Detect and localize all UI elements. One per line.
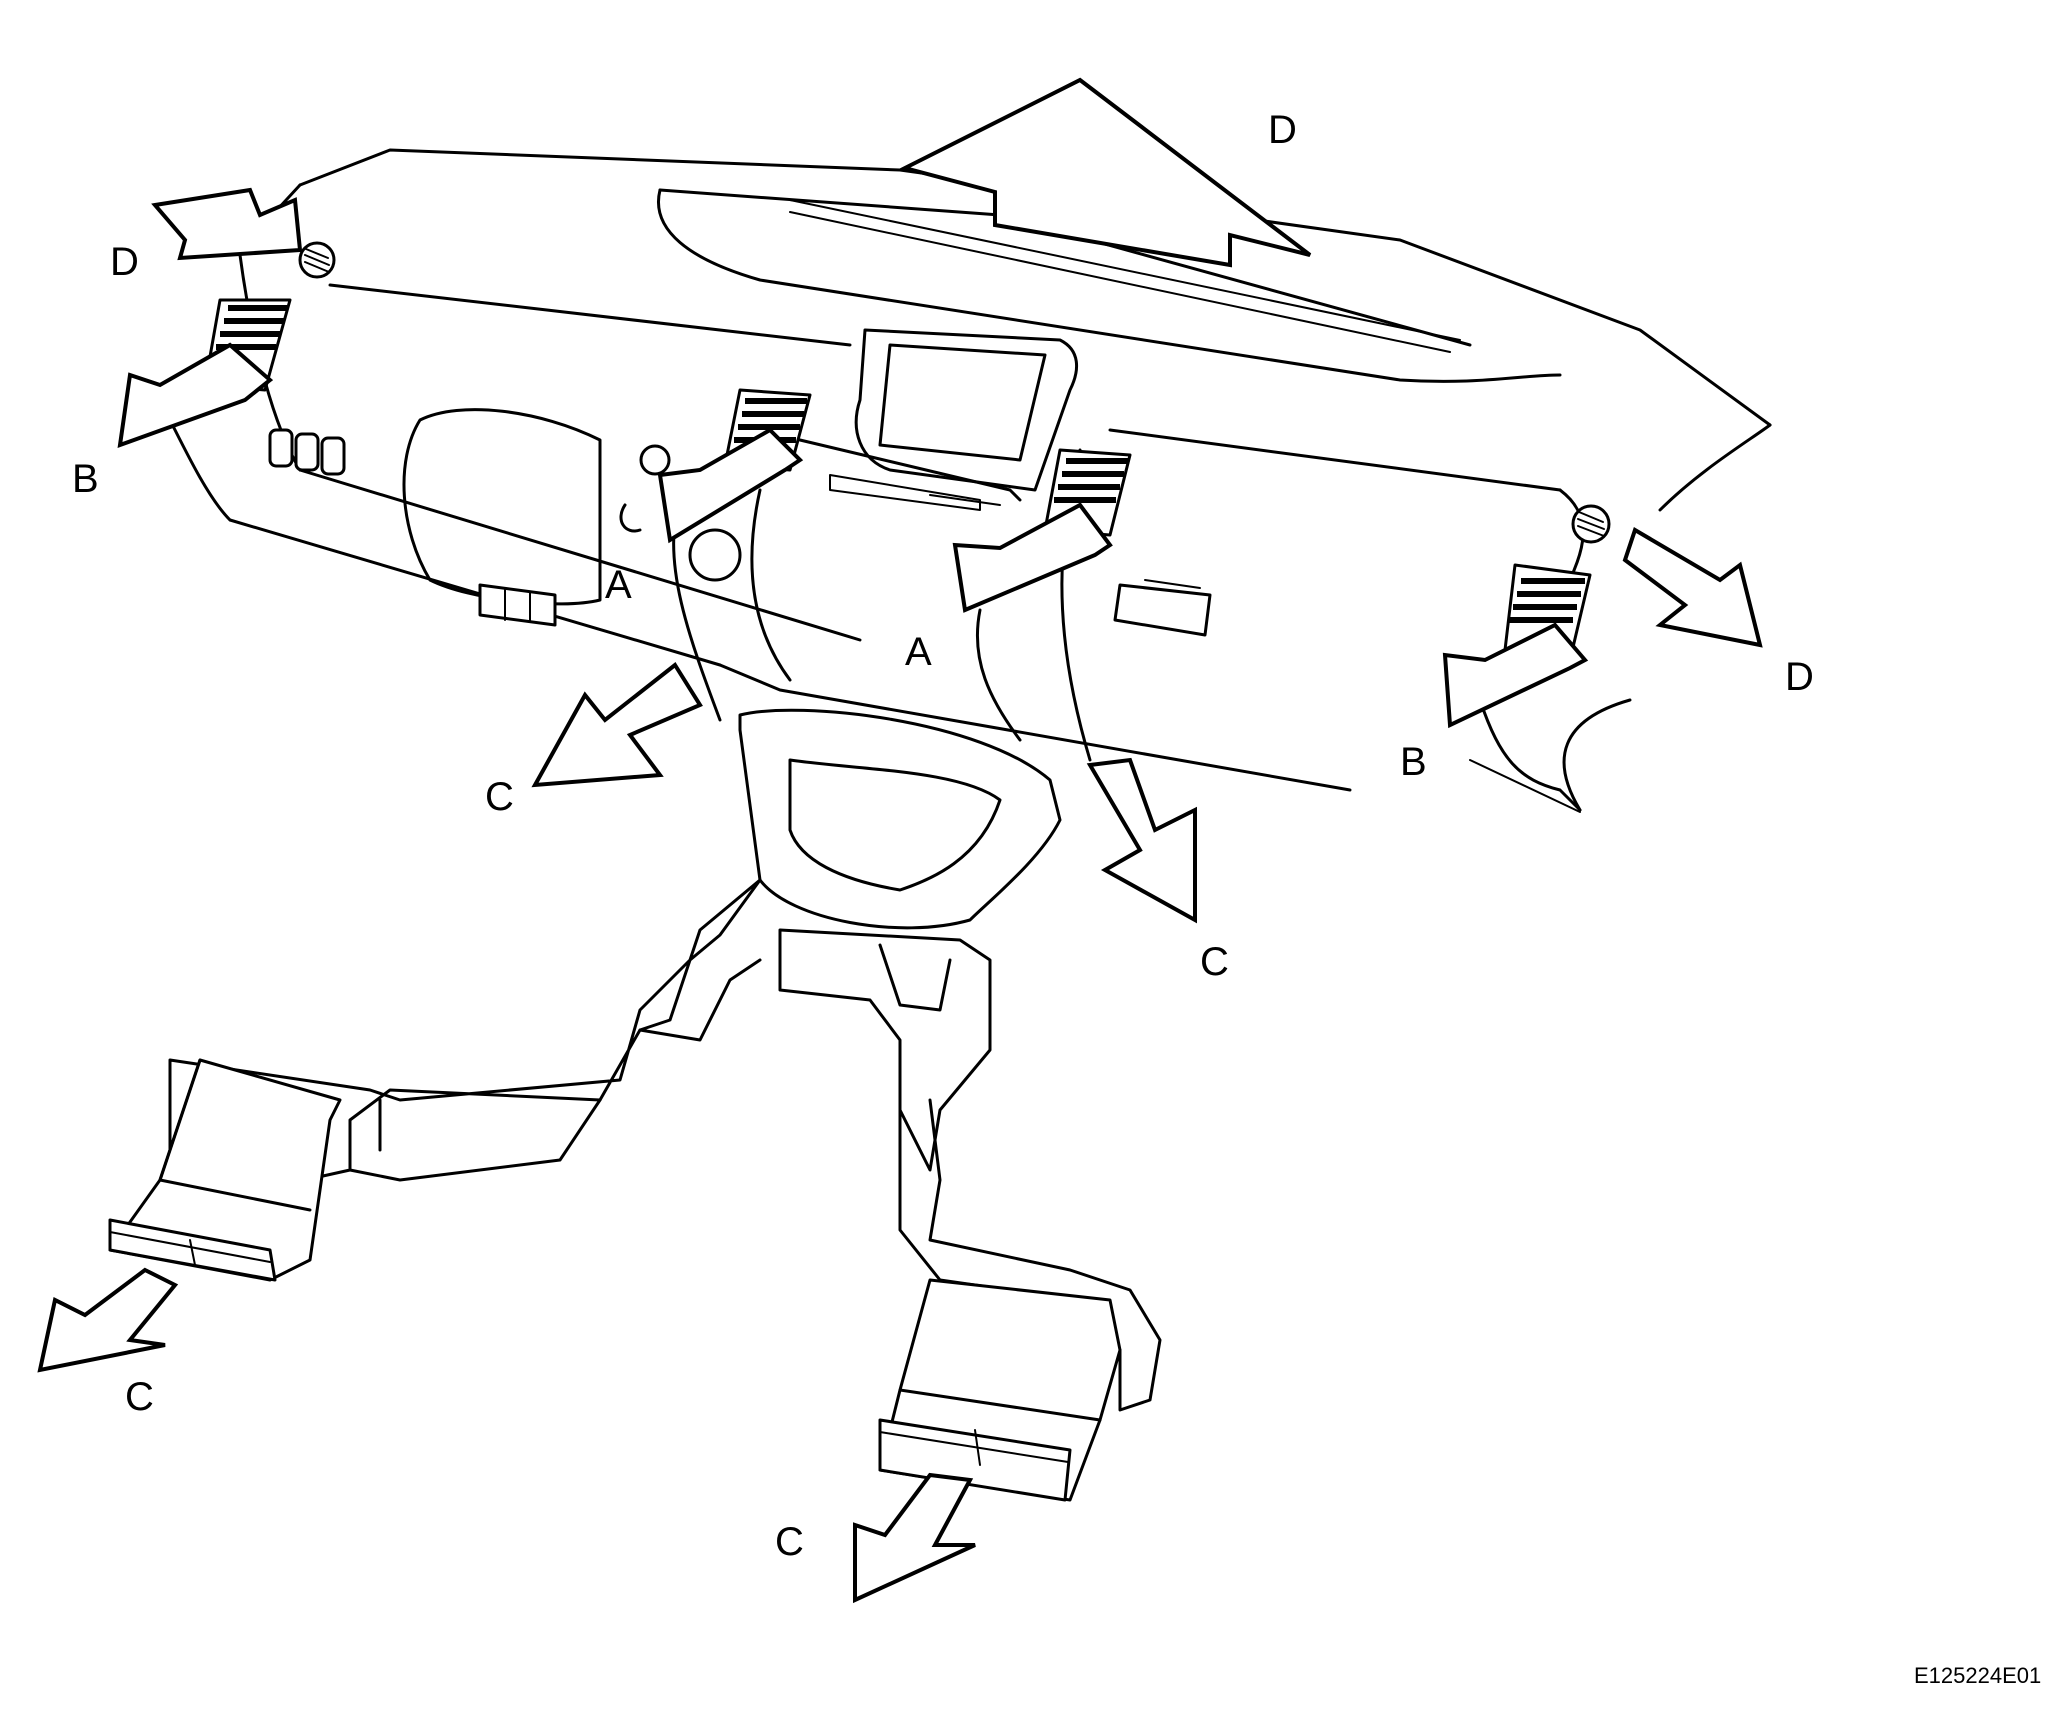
instrument-panel [168, 148, 1772, 813]
arrow-center-vent-a-right [952, 502, 1113, 613]
arrow-foot-c-left-front [531, 662, 703, 788]
side-defrost-outlet-left [298, 241, 336, 279]
label-d-left: D [110, 240, 139, 284]
arrow-center-vent-a-left [657, 427, 804, 544]
floor-duct-assembly [108, 708, 1162, 1502]
arrow-foot-c-rear-left [37, 1267, 179, 1373]
label-c-right-front: C [1200, 940, 1229, 984]
label-c-rear-left: C [125, 1375, 154, 1419]
side-defrost-outlet-right [1571, 504, 1611, 544]
label-d-top: D [1268, 108, 1297, 152]
label-b-left: B [72, 457, 99, 501]
side-vent-right [1503, 563, 1592, 662]
reference-code: E125224E01 [1914, 1663, 2041, 1688]
label-a-left: A [605, 563, 632, 607]
arrow-side-vent-b-left [117, 342, 274, 449]
label-d-right: D [1785, 655, 1814, 699]
arrow-side-defrost-d-left [151, 187, 303, 261]
arrow-defroster-d [899, 77, 1312, 268]
label-c-rear-right: C [775, 1520, 804, 1564]
arrow-side-vent-b-right [1442, 622, 1589, 729]
label-b-right: B [1400, 740, 1427, 784]
label-a-right: A [905, 630, 932, 674]
arrow-foot-c-rear-right [853, 1472, 976, 1604]
arrow-foot-c-right-front [1086, 757, 1197, 924]
label-c-left-front: C [485, 775, 514, 819]
arrow-side-defrost-d-right [1622, 527, 1763, 648]
